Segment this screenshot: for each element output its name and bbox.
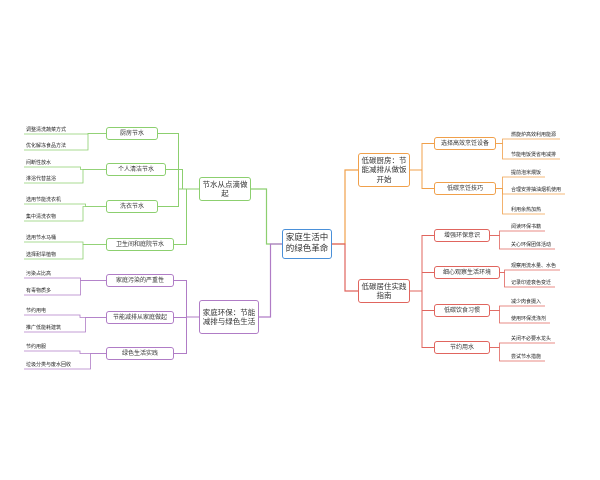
leaf-topic[interactable]: 优化解冻食品方法 — [26, 143, 67, 149]
leaf-topic[interactable]: 推广低能耗建筑 — [26, 325, 62, 331]
leaf-topic[interactable]: 燃旋炉高效利用能源 — [511, 132, 557, 138]
subtopic[interactable]: 绿色生活实践 — [106, 347, 174, 360]
leaf-topic[interactable]: 间断性放水 — [26, 160, 52, 166]
leaf-topic[interactable]: 节能电饭煲省电减排 — [511, 152, 557, 158]
subtopic[interactable]: 选择高效烹饪设备 — [434, 137, 496, 150]
connector-line — [174, 188, 199, 245]
leaf-topic[interactable]: 选择耐旱植物 — [26, 252, 57, 258]
leaf-topic[interactable]: 关闭不必要水龙头 — [511, 336, 552, 342]
connector-line — [500, 272, 509, 288]
leaf-topic[interactable]: 选用节水马桶 — [26, 235, 57, 241]
connector-line — [496, 143, 509, 160]
subtopic[interactable]: 卫生间和庭院节水 — [106, 238, 174, 251]
leaf-topic[interactable]: 污染占比高 — [26, 271, 52, 277]
connector-line — [174, 280, 199, 318]
connector-line — [70, 133, 106, 151]
leaf-topic[interactable]: 调整清洗蔬菜方式 — [26, 127, 67, 133]
subtopic[interactable]: 增强环保意识 — [434, 229, 490, 242]
connector-line — [251, 188, 282, 245]
leaf-topic[interactable]: 观察用流水量、水色 — [511, 263, 557, 269]
branch-topic[interactable]: 家庭环保：节能减排与绿色生活 — [199, 300, 259, 334]
root-topic[interactable]: 家庭生活中的绿色革命 — [282, 229, 332, 259]
connector-line — [490, 235, 509, 250]
leaf-topic[interactable]: 节约用服 — [26, 344, 47, 350]
leaf-topic[interactable]: 记录印迹衰色变迁 — [511, 280, 552, 286]
subtopic[interactable]: 细心观察生活环境 — [434, 266, 500, 279]
connector-line — [332, 243, 358, 292]
connector-line — [490, 347, 509, 362]
connector-line — [410, 272, 434, 292]
connector-line — [60, 206, 106, 222]
leaf-topic[interactable]: 合理安排抽油烟机使用 — [511, 187, 562, 193]
leaf-topic[interactable]: 有毒物质多 — [26, 288, 52, 294]
leaf-topic[interactable]: 淋浴代替盆浴 — [26, 176, 57, 182]
leaf-topic[interactable]: 利用余热加热 — [511, 207, 542, 213]
connector-line — [75, 353, 106, 370]
leaf-topic[interactable]: 减少肉食摄入 — [511, 299, 542, 305]
branch-topic[interactable]: 节水从点滴做起 — [199, 177, 251, 201]
connector-line — [158, 188, 199, 207]
leaf-topic[interactable]: 阅读环保书籍 — [511, 224, 542, 230]
connector-line — [410, 290, 434, 348]
subtopic[interactable]: 洗衣节水 — [106, 200, 158, 213]
subtopic[interactable]: 厨房节水 — [106, 127, 158, 140]
subtopic[interactable]: 个人清洁节水 — [106, 163, 166, 176]
connector-line — [496, 138, 509, 144]
connector-line — [166, 169, 199, 190]
subtopic[interactable]: 低碳烹饪技巧 — [434, 182, 496, 195]
branch-topic[interactable]: 低碳厨房：节能减排从做饭开始 — [358, 153, 410, 187]
leaf-topic[interactable]: 选用节能洗衣机 — [26, 197, 62, 203]
subtopic[interactable]: 低碳饮食习惯 — [434, 304, 490, 317]
connector-line — [496, 176, 509, 189]
connector-line — [410, 143, 434, 171]
connector-line — [490, 305, 509, 311]
connector-line — [259, 243, 282, 318]
connector-line — [174, 316, 199, 354]
connector-line — [332, 169, 358, 245]
leaf-topic[interactable]: 提前泡米煨饭 — [511, 170, 542, 176]
subtopic[interactable]: 家庭污染的严重性 — [106, 274, 174, 287]
connector-line — [496, 188, 509, 215]
leaf-topic[interactable]: 使用环保洗涤剂 — [511, 316, 547, 322]
connector-line — [65, 317, 106, 333]
branch-topic[interactable]: 低碳居住实践指南 — [358, 279, 410, 303]
subtopic[interactable]: 节能减排从家庭做起 — [106, 311, 174, 324]
subtopic[interactable]: 节约用水 — [434, 341, 490, 354]
connector-line — [158, 133, 199, 190]
leaf-topic[interactable]: 集中清洗衣物 — [26, 214, 57, 220]
leaf-topic[interactable]: 节约用电 — [26, 308, 47, 314]
connector-line — [490, 230, 509, 236]
connector-line — [490, 310, 509, 324]
connector-line — [60, 169, 106, 184]
connector-line — [55, 280, 106, 296]
connector-line — [490, 342, 509, 348]
connector-line — [410, 169, 434, 189]
leaf-topic[interactable]: 尝试节水措施 — [511, 354, 542, 360]
connector-line — [60, 244, 106, 260]
leaf-topic[interactable]: 垃圾分类与废水回收 — [26, 362, 72, 368]
leaf-topic[interactable]: 关心环保团体活动 — [511, 242, 552, 248]
